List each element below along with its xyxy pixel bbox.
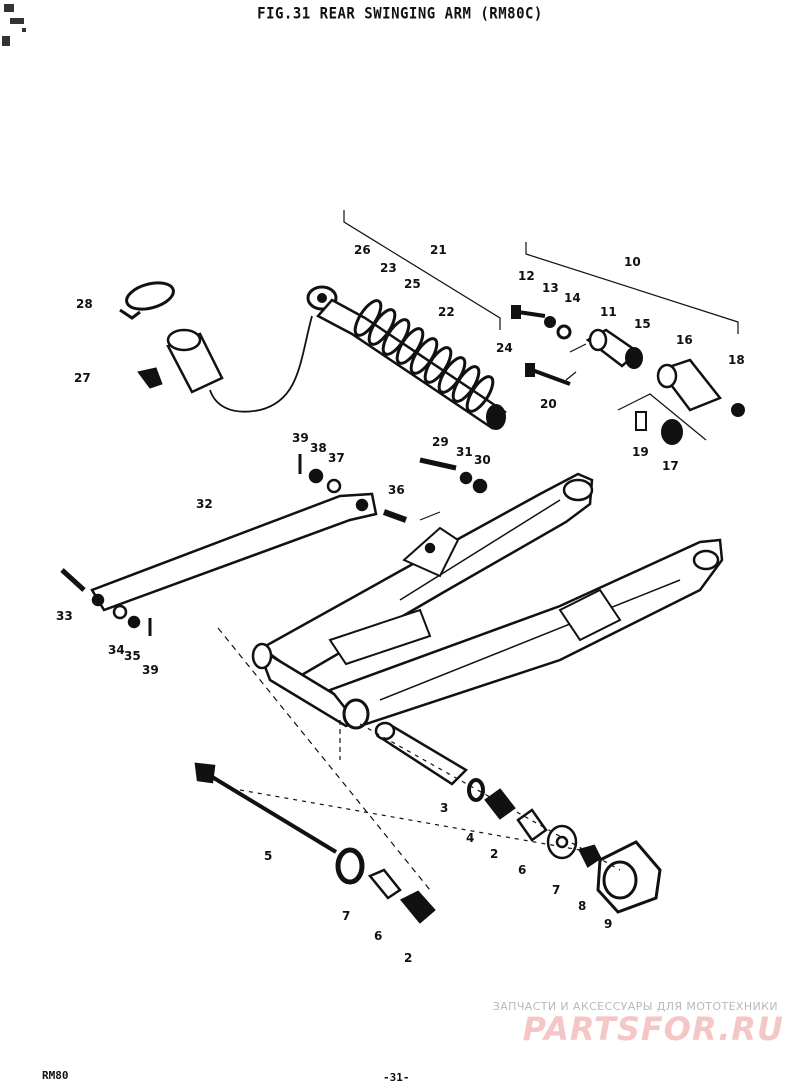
rear-shock-absorber	[166, 285, 507, 430]
part-number-label: 18	[728, 353, 745, 367]
scan-speck	[10, 18, 24, 24]
part-number-label: 11	[600, 305, 617, 319]
part-number-label: 2	[490, 847, 498, 861]
part-number-label: 21	[430, 243, 447, 257]
part-number-label: 24	[496, 341, 513, 355]
watermark-caption: ЗАПЧАСТИ И АКСЕССУАРЫ ДЛЯ МОТОТЕХНИКИ	[492, 1000, 778, 1013]
part-number-label: 31	[456, 445, 473, 459]
part-number-label: 7	[342, 909, 350, 923]
part-number-label: 38	[310, 441, 327, 455]
watermark-logo: PARTSFOR.RU	[522, 1010, 784, 1048]
part-number-label: 27	[74, 371, 91, 385]
part-number-label: 16	[676, 333, 693, 347]
part-number-label: 15	[634, 317, 651, 331]
part-number-label: 6	[518, 863, 526, 877]
part-number-label: 19	[632, 445, 649, 459]
part-number-label: 22	[438, 305, 455, 319]
part-number-label: 30	[474, 453, 491, 467]
part-number-label: 7	[552, 883, 560, 897]
part-number-label: 37	[328, 451, 345, 465]
part-number-label: 6	[374, 929, 382, 943]
reservoir-bracket	[137, 367, 163, 389]
part-number-label: 29	[432, 435, 449, 449]
part-number-label: 39	[142, 663, 159, 677]
page-number: -31-	[383, 1071, 410, 1084]
model-code: RM80	[42, 1069, 69, 1082]
part-number-label: 10	[624, 255, 641, 269]
scan-speck	[22, 28, 26, 32]
part-number-label: 36	[388, 483, 405, 497]
figure-title: FIG.31 REAR SWINGING ARM (RM80C)	[257, 4, 543, 24]
part-number-label: 34	[108, 643, 125, 657]
part-number-label: 32	[196, 497, 213, 511]
part-number-label: 39	[292, 431, 309, 445]
part-number-label: 2	[404, 951, 412, 965]
part-number-label: 8	[578, 899, 586, 913]
scan-speck	[4, 4, 14, 12]
part-number-label: 3	[440, 801, 448, 815]
scan-speck	[2, 36, 10, 46]
leader-lines	[217, 210, 739, 891]
part-number-label: 4	[466, 831, 474, 845]
part-number-label: 9	[604, 917, 612, 931]
part-number-label: 26	[354, 243, 371, 257]
part-number-label: 17	[662, 459, 679, 473]
cushion-lever-group	[511, 305, 745, 445]
torque-link-rod	[60, 454, 488, 636]
part-number-label: 25	[404, 277, 421, 291]
part-number-label: 23	[380, 261, 397, 275]
part-number-label: 33	[56, 609, 73, 623]
pivot-hardware	[194, 721, 662, 924]
swing-arm	[251, 472, 724, 730]
part-number-label: 12	[518, 269, 535, 283]
part-number-label: 5	[264, 849, 272, 863]
reservoir-clamp	[119, 281, 175, 320]
part-number-label: 13	[542, 281, 559, 295]
part-number-label: 20	[540, 397, 557, 411]
part-number-label: 28	[76, 297, 93, 311]
part-number-label: 35	[124, 649, 141, 663]
part-number-labels: 21 26 23 25 22 24 10 12 13 14 11 15 16 1…	[56, 243, 745, 965]
part-number-label: 14	[564, 291, 581, 305]
